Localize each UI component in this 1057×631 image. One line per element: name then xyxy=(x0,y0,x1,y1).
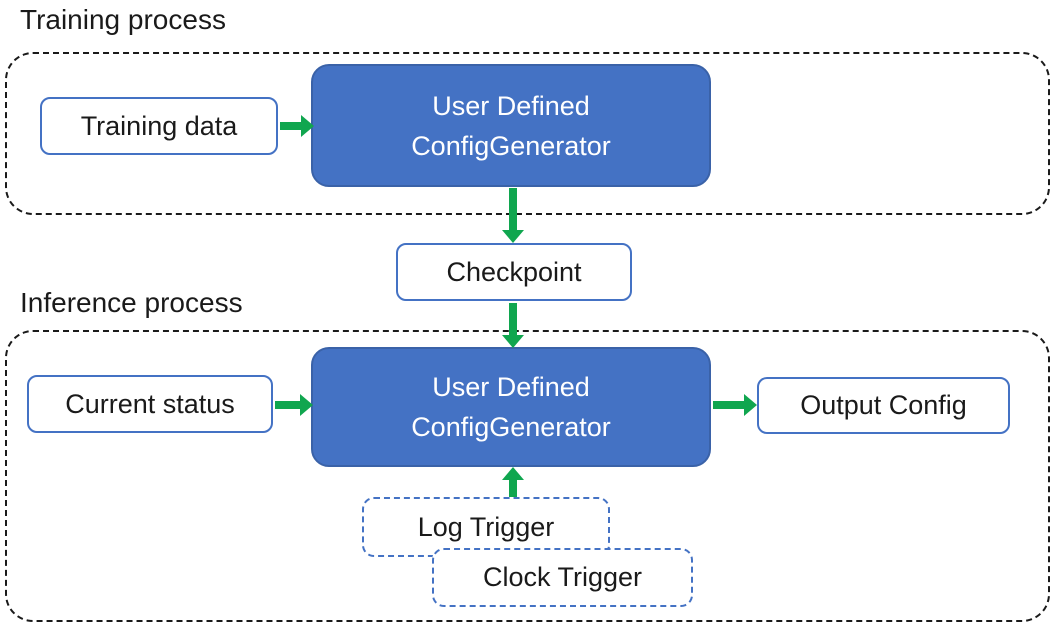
inference-config-generator-node: User Defined ConfigGenerator xyxy=(311,347,711,467)
checkpoint-label: Checkpoint xyxy=(446,256,582,287)
inference-process-container xyxy=(5,330,1050,622)
training-process-label: Training process xyxy=(20,4,226,35)
log-trigger-label: Log Trigger xyxy=(417,511,555,542)
inference-process-label: Inference process xyxy=(20,287,243,318)
log-trigger-node: Log Trigger xyxy=(362,497,610,557)
checkpoint-node: Checkpoint xyxy=(396,243,632,301)
training-config-generator-node: User Defined ConfigGenerator xyxy=(311,64,711,187)
output-config-node: Output Config xyxy=(757,377,1010,434)
inference-config-generator-line2: ConfigGenerator xyxy=(411,412,611,442)
output-config-label: Output Config xyxy=(800,390,967,420)
current-status-label: Current status xyxy=(65,388,235,419)
clock-trigger-node: Clock Trigger xyxy=(432,548,693,607)
training-config-generator-line2: ConfigGenerator xyxy=(411,130,611,161)
training-data-label: Training data xyxy=(80,110,238,141)
clock-trigger-label: Clock Trigger xyxy=(482,562,643,592)
current-status-node: Current status xyxy=(27,375,273,433)
training-config-generator-line1: User Defined xyxy=(432,90,590,121)
inference-config-generator-line1: User Defined xyxy=(432,372,590,402)
training-process-container xyxy=(5,52,1050,215)
training-data-node: Training data xyxy=(40,97,278,155)
